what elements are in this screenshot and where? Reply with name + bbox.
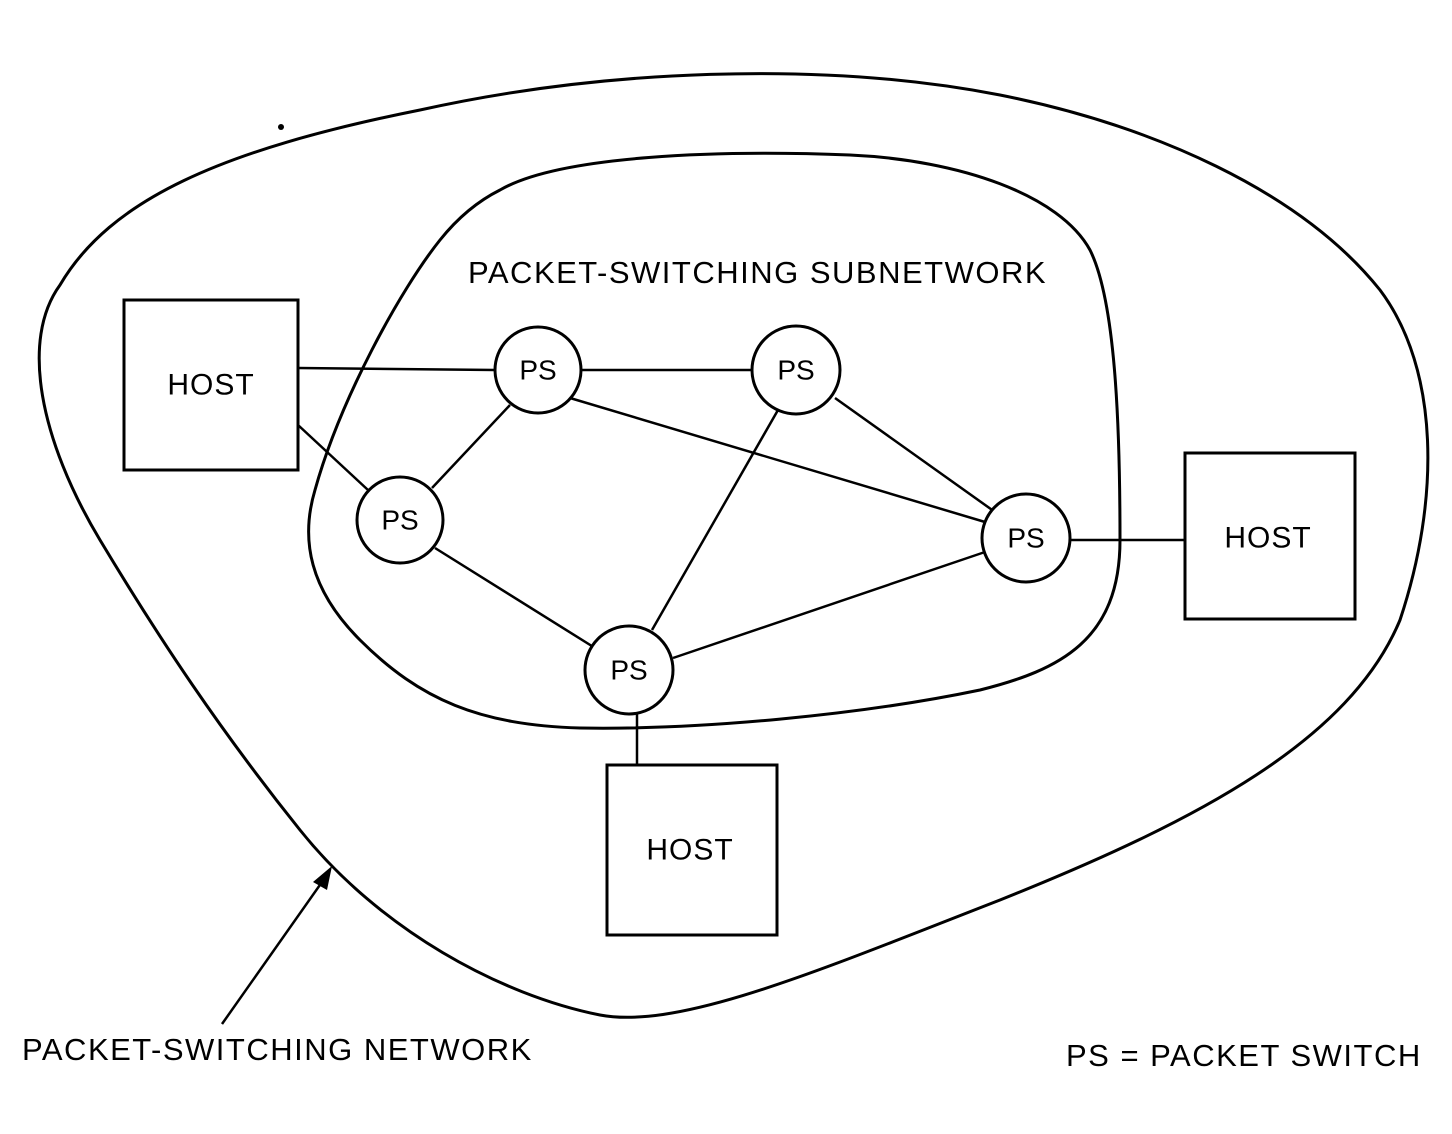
packet-switch-ps5: PS xyxy=(583,624,675,716)
host-bottom-label: HOST xyxy=(646,834,733,867)
host-left-label: HOST xyxy=(167,369,254,402)
host-right: HOST xyxy=(1183,451,1357,621)
network-label: PACKET-SWITCHING NETWORK xyxy=(22,1032,533,1067)
host-left: HOST xyxy=(122,298,300,472)
ps5-label: PS xyxy=(610,655,647,686)
host-bottom: HOST xyxy=(605,763,779,937)
scan-speck xyxy=(278,124,284,130)
packet-switch-ps4: PS xyxy=(980,492,1072,584)
links xyxy=(297,366,1185,765)
host-right-label: HOST xyxy=(1224,522,1311,555)
ps2-label: PS xyxy=(777,355,814,386)
link-ps3-ps5 xyxy=(434,546,596,650)
legend-text: PS = PACKET SWITCH xyxy=(1066,1038,1422,1073)
ps4-label: PS xyxy=(1007,523,1044,554)
ps1-label: PS xyxy=(519,355,556,386)
packet-switch-ps1: PS xyxy=(493,325,583,415)
subnetwork-label: PACKET-SWITCHING SUBNETWORK xyxy=(468,255,1047,290)
packet-switch-ps3: PS xyxy=(355,475,445,565)
link-ps1-ps3 xyxy=(431,404,511,489)
packet-switch-ps2: PS xyxy=(750,324,842,416)
link-host-left-ps3 xyxy=(297,424,369,491)
link-ps2-ps5 xyxy=(650,409,780,631)
ps3-label: PS xyxy=(381,505,418,536)
arrowhead-icon xyxy=(313,866,332,890)
link-host-left-ps1 xyxy=(297,366,496,372)
packet-switching-subnetwork-boundary xyxy=(307,151,1122,730)
link-ps5-ps4 xyxy=(672,550,986,660)
link-ps1-ps4 xyxy=(569,396,986,524)
packet-switching-network-boundary xyxy=(37,72,1430,1019)
network-label-arrow xyxy=(220,881,324,1025)
link-ps2-ps4 xyxy=(834,396,996,514)
